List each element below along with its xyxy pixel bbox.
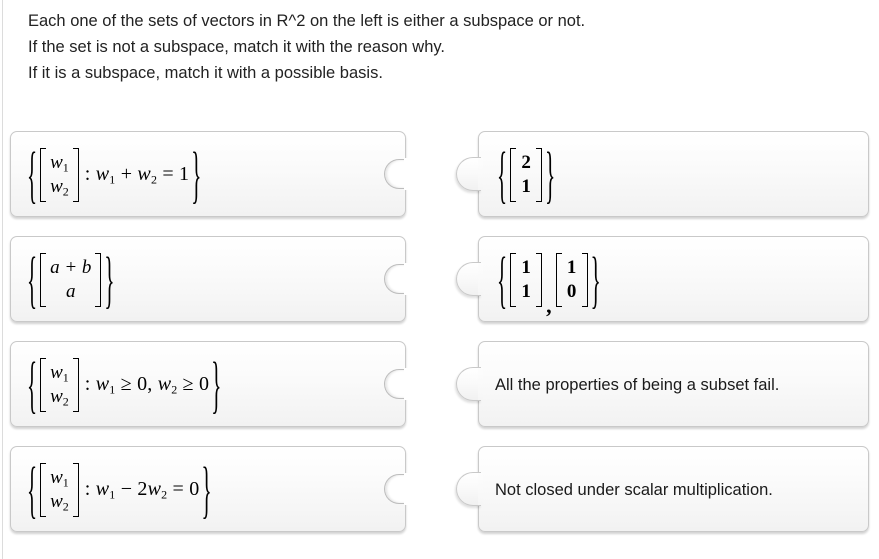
vector-entry-top: 1 xyxy=(566,257,577,278)
right-card-4-content: Not closed under scalar multiplication. xyxy=(479,447,773,533)
vector-entry-bottom: w2 xyxy=(50,386,69,409)
right-card-2-content: { 1 1 , 1 xyxy=(479,237,603,323)
left-curly-brace: { xyxy=(27,136,38,211)
puzzle-notch-icon xyxy=(384,259,408,299)
vector-entries: w1 w2 xyxy=(46,148,73,202)
column-vector: a + b a xyxy=(40,253,102,307)
vector-entries: 1 0 xyxy=(562,253,582,307)
match-row-2: { a + b a } xyxy=(0,236,879,322)
column-vector: w1 w2 xyxy=(40,148,79,202)
math-expression: { w1 w2 : w1 + w2 = 1 } xyxy=(25,141,203,205)
right-card-4[interactable]: Not closed under scalar multiplication. xyxy=(456,446,869,533)
prompt-line-1: Each one of the sets of vectors in R^2 o… xyxy=(28,12,586,30)
left-card-1-content: { w1 w2 : w1 + w2 = 1 } xyxy=(11,132,203,218)
right-card-3[interactable]: All the properties of being a subset fai… xyxy=(456,341,869,428)
puzzle-notch-icon xyxy=(384,469,408,509)
prompt-line-3: If it is a subspace, match it with a pos… xyxy=(28,64,383,82)
match-row-1: { w1 w2 : w1 + w2 = 1 } xyxy=(0,131,879,217)
vector-entry-bottom: w2 xyxy=(50,491,69,514)
right-curly-brace: } xyxy=(191,136,202,211)
vector-entry-bottom: 0 xyxy=(566,281,577,302)
vector-entry-top: w1 xyxy=(50,467,69,490)
bracket-left xyxy=(555,253,562,307)
set-condition: : w1 ≥ 0, w2 ≥ 0 xyxy=(84,373,210,397)
left-curly-brace: { xyxy=(27,241,38,316)
bracket-left xyxy=(40,148,47,202)
left-curly-brace: { xyxy=(27,451,38,526)
right-card-3-content: All the properties of being a subset fai… xyxy=(479,342,779,428)
prompt-line-2: If the set is not a subspace, match it w… xyxy=(28,38,445,56)
vector-entries: 2 1 xyxy=(516,148,536,202)
column-vector: w1 w2 xyxy=(40,358,79,412)
left-card-1[interactable]: { w1 w2 : w1 + w2 = 1 } xyxy=(10,131,408,218)
math-expression: { w1 w2 : w1 − 2w2 = 0 } xyxy=(25,456,214,520)
left-curly-brace: { xyxy=(27,346,38,421)
bracket-left xyxy=(40,463,47,517)
math-expression: { w1 w2 : w1 ≥ 0, w2 ≥ 0 } xyxy=(25,351,223,415)
right-card-1-content: { 2 1 } xyxy=(479,132,557,218)
vector-separator: , xyxy=(546,293,552,318)
left-card-3[interactable]: { w1 w2 : w1 ≥ 0, w2 ≥ 0 } xyxy=(10,341,408,428)
left-card-3-content: { w1 w2 : w1 ≥ 0, w2 ≥ 0 } xyxy=(11,342,223,428)
bracket-right xyxy=(536,253,543,307)
vector-entry-top: w1 xyxy=(50,152,69,175)
left-card-4[interactable]: { w1 w2 : w1 − 2w2 = 0 } xyxy=(10,446,408,533)
bracket-right xyxy=(95,253,102,307)
math-expression: { a + b a } xyxy=(25,246,117,310)
left-card-2[interactable]: { a + b a } xyxy=(10,236,408,323)
match-row-4: { w1 w2 : w1 − 2w2 = 0 } xyxy=(0,446,879,532)
vector-entries: 1 1 xyxy=(516,253,536,307)
set-condition: : w1 − 2w2 = 0 xyxy=(84,478,200,502)
bracket-right xyxy=(581,253,588,307)
vector-entry-top: 2 xyxy=(521,152,531,173)
answer-text: Not closed under scalar multiplication. xyxy=(495,480,773,499)
puzzle-notch-icon xyxy=(384,364,408,404)
right-curly-brace: } xyxy=(590,241,601,316)
bracket-right xyxy=(72,463,79,517)
question-prompt: Each one of the sets of vectors in R^2 o… xyxy=(28,8,848,86)
vector-entry-bottom: 1 xyxy=(521,281,531,302)
answer-text: All the properties of being a subset fai… xyxy=(495,375,780,394)
right-curly-brace: } xyxy=(104,241,115,316)
right-curly-brace: } xyxy=(211,346,222,421)
vector-entry-top: w1 xyxy=(50,362,69,385)
right-card-2[interactable]: { 1 1 , 1 xyxy=(456,236,869,323)
vector-entry-top: a + b xyxy=(50,257,92,278)
bracket-right xyxy=(72,148,79,202)
vector-entries: w1 w2 xyxy=(46,463,73,517)
left-card-4-content: { w1 w2 : w1 − 2w2 = 0 } xyxy=(11,447,214,533)
column-vector: 2 1 xyxy=(510,148,543,202)
matching-board: { w1 w2 : w1 + w2 = 1 } xyxy=(0,131,879,551)
left-curly-brace: { xyxy=(497,241,508,316)
bracket-left xyxy=(40,253,47,307)
bracket-left xyxy=(510,253,517,307)
set-condition: : w1 + w2 = 1 xyxy=(84,163,190,187)
math-expression: { 2 1 } xyxy=(495,141,557,205)
right-card-1[interactable]: { 2 1 } xyxy=(456,131,869,218)
column-vector-2: 1 0 xyxy=(555,253,588,307)
vector-entries: w1 w2 xyxy=(46,358,73,412)
vector-entry-bottom: w2 xyxy=(50,176,69,199)
right-curly-brace: } xyxy=(201,451,212,526)
right-curly-brace: } xyxy=(545,136,556,211)
vector-entry-bottom: 1 xyxy=(521,176,531,197)
column-vector: w1 w2 xyxy=(40,463,79,517)
bracket-left xyxy=(40,358,47,412)
vector-entries: a + b a xyxy=(46,253,95,307)
bracket-left xyxy=(510,148,517,202)
vector-entry-top: 1 xyxy=(521,257,531,278)
column-vector-1: 1 1 xyxy=(510,253,543,307)
left-card-2-content: { a + b a } xyxy=(11,237,117,323)
math-expression: { 1 1 , 1 xyxy=(495,246,603,316)
puzzle-notch-icon xyxy=(384,154,408,194)
page-left-rule xyxy=(2,0,3,559)
bracket-right xyxy=(72,358,79,412)
bracket-right xyxy=(536,148,543,202)
left-curly-brace: { xyxy=(497,136,508,211)
vector-entry-bottom: a xyxy=(66,281,76,302)
match-row-3: { w1 w2 : w1 ≥ 0, w2 ≥ 0 } xyxy=(0,341,879,427)
